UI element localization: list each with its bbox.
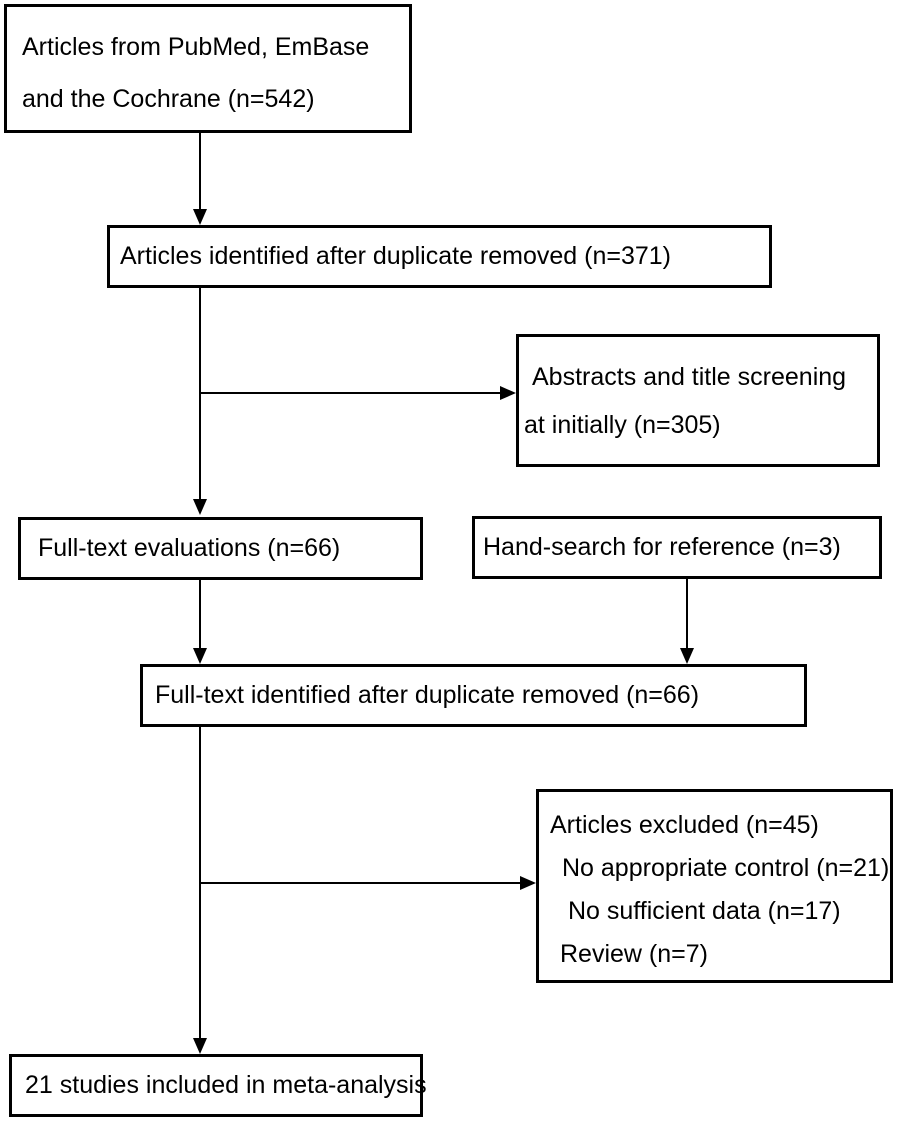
arrowhead-sources-to-identified	[193, 209, 207, 225]
connector-sources-to-identified	[199, 133, 201, 209]
box-handsearch-line-1: Hand-search for reference (n=3)	[483, 533, 841, 561]
arrowhead-identified-to-fulltext-eval	[193, 499, 207, 515]
box-excluded-line-4: Review (n=7)	[560, 940, 708, 968]
box-abstract-title-screening: Abstracts and title screening at initial…	[516, 334, 880, 467]
box-identified-after-duplicates: Articles identified after duplicate remo…	[107, 225, 772, 288]
arrowhead-branch-to-screening	[500, 386, 516, 400]
connector-branch-to-screening	[200, 392, 500, 394]
box-sources-line-2: and the Cochrane (n=542)	[22, 85, 315, 113]
box-excluded-line-2: No appropriate control (n=21)	[562, 854, 890, 882]
box-screening-line-2: at initially (n=305)	[524, 411, 721, 439]
box-screening-line-1: Abstracts and title screening	[532, 363, 847, 391]
box-excluded-line-3: No sufficient data (n=17)	[568, 897, 841, 925]
connector-handsearch-to-dedup	[686, 579, 688, 648]
box-included-line-1: 21 studies included in meta-analysis	[25, 1071, 427, 1099]
box-fulltext-evaluations: Full-text evaluations (n=66)	[18, 517, 423, 580]
arrowhead-fulltext-eval-to-dedup	[193, 648, 207, 664]
connector-branch-to-excluded	[200, 882, 522, 884]
arrowhead-dedup-to-included	[193, 1038, 207, 1054]
box-fulltext-after-duplicates: Full-text identified after duplicate rem…	[140, 664, 807, 727]
box-excluded-line-1: Articles excluded (n=45)	[550, 811, 819, 839]
box-fulltext-dedup-line-1: Full-text identified after duplicate rem…	[155, 681, 700, 709]
arrowhead-branch-to-excluded	[520, 876, 536, 890]
box-handsearch-reference: Hand-search for reference (n=3)	[472, 516, 882, 579]
box-sources-line-1: Articles from PubMed, EmBase	[22, 33, 370, 61]
connector-fulltext-eval-to-dedup	[199, 580, 201, 648]
box-included-meta-analysis: 21 studies included in meta-analysis	[9, 1054, 427, 1117]
box-identified-line-1: Articles identified after duplicate remo…	[120, 242, 671, 270]
box-fulltext-eval-line-1: Full-text evaluations (n=66)	[38, 534, 341, 562]
box-sources: Articles from PubMed, EmBase and the Coc…	[4, 4, 412, 133]
arrowhead-handsearch-to-dedup	[680, 648, 694, 664]
box-articles-excluded: Articles excluded (n=45) No appropriate …	[536, 789, 893, 983]
